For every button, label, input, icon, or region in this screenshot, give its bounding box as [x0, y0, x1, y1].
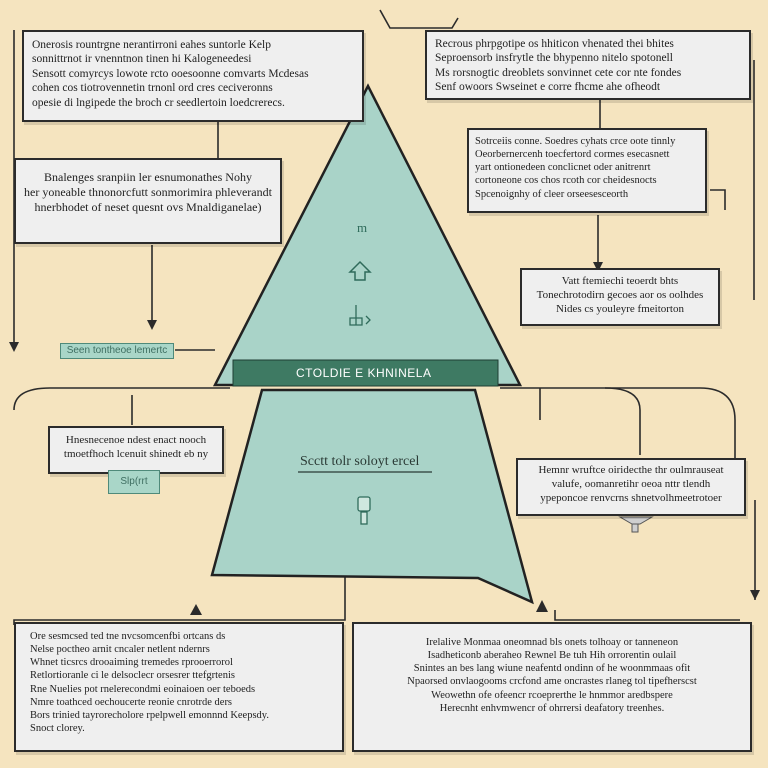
connector-top-arc: [379, 9, 459, 29]
connector-mid-right-hook: [710, 189, 726, 210]
note-box-left-lower: Hnesnecenoe ndest enact nooch tmoetfhoch…: [48, 426, 224, 474]
tool-icon: [349, 305, 371, 326]
note-box-right-lower: Hemnr wruftce oiridecthe thr oulmrauseat…: [516, 458, 746, 516]
note-box-top-left: Onerosis rountrgne nerantirroni eahes su…: [22, 30, 364, 122]
note-box-bottom-right: Irelalive Monmaa oneomnad bls onets tolh…: [352, 622, 752, 752]
connector-bottom-right-vertical: [554, 610, 740, 621]
note-box-right-lower-text: Hemnr wruftce oiridecthe thr oulmrauseat…: [538, 464, 724, 504]
arrowhead-left-spine: [9, 342, 19, 352]
arrowhead-left-box: [147, 320, 157, 330]
tag-left-label: Seen tontheoe lemertc: [66, 345, 168, 356]
connector-left-curve: [13, 387, 230, 411]
handle-right-stem: [631, 523, 639, 533]
arrowhead-bottom: [190, 604, 202, 615]
pyramid-banner: [232, 359, 499, 387]
note-box-top-right-text: Recrous phrpgotipe os hhiticon vhenated …: [435, 38, 682, 94]
pyramid-banner-label: CTOLDIE E KHNINELA: [296, 366, 432, 380]
connector-right-curve-3: [604, 387, 641, 455]
note-box-right-small: Vatt ftemiechi teoerdt bhts Tonechrotodi…: [520, 268, 720, 326]
note-box-left-mid-text: Bnalenges sranpiin ler esnumonathes Nohy…: [24, 170, 272, 214]
note-box-bottom-left-text: Ore sesmcsed ted tne nvcsomcenfbi ortcan…: [30, 631, 269, 734]
pyramid-center-label: Scctt tolr soloyt ercel: [300, 454, 420, 469]
note-box-top-right: Recrous phrpgotipe os hhiticon vhenated …: [425, 30, 751, 100]
handle-right: [618, 516, 654, 525]
note-box-mid-right: Sotrceiis conne. Soedres cyhats crce oot…: [467, 128, 707, 213]
tag-small-label: Slp(rrt: [120, 476, 148, 487]
connector-right-curve: [500, 387, 736, 458]
tag-left: Seen tontheoe lemertc: [60, 343, 174, 359]
connector-bottom-left-vertical: [13, 575, 346, 625]
tag-small: Slp(rrt: [108, 470, 160, 494]
note-box-left-mid: Bnalenges sranpiin ler esnumonathes Nohy…: [14, 158, 282, 244]
note-box-mid-right-text: Sotrceiis conne. Soedres cyhats crce oot…: [475, 136, 676, 200]
arrowhead-mid-right: [593, 262, 603, 272]
note-box-bottom-left: Ore sesmcsed ted tne nvcsomcenfbi ortcan…: [14, 622, 344, 752]
pyramid-top-glyph: m: [357, 220, 368, 235]
note-box-bottom-right-text: Irelalive Monmaa oneomnad bls onets tolh…: [407, 637, 697, 714]
note-box-left-lower-text: Hnesnecenoe ndest enact nooch tmoetfhoch…: [63, 434, 209, 460]
pyramid-bottom: [210, 388, 534, 605]
note-box-right-small-text: Vatt ftemiechi teoerdt bhts Tonechrotodi…: [536, 275, 704, 315]
up-arrow-icon: [348, 260, 372, 281]
arrowhead-bottom-2: [536, 600, 548, 612]
arrowhead-right: [750, 590, 760, 600]
bottle-icon: [357, 496, 371, 525]
note-box-top-left-text: Onerosis rountrgne nerantirroni eahes su…: [32, 39, 309, 109]
